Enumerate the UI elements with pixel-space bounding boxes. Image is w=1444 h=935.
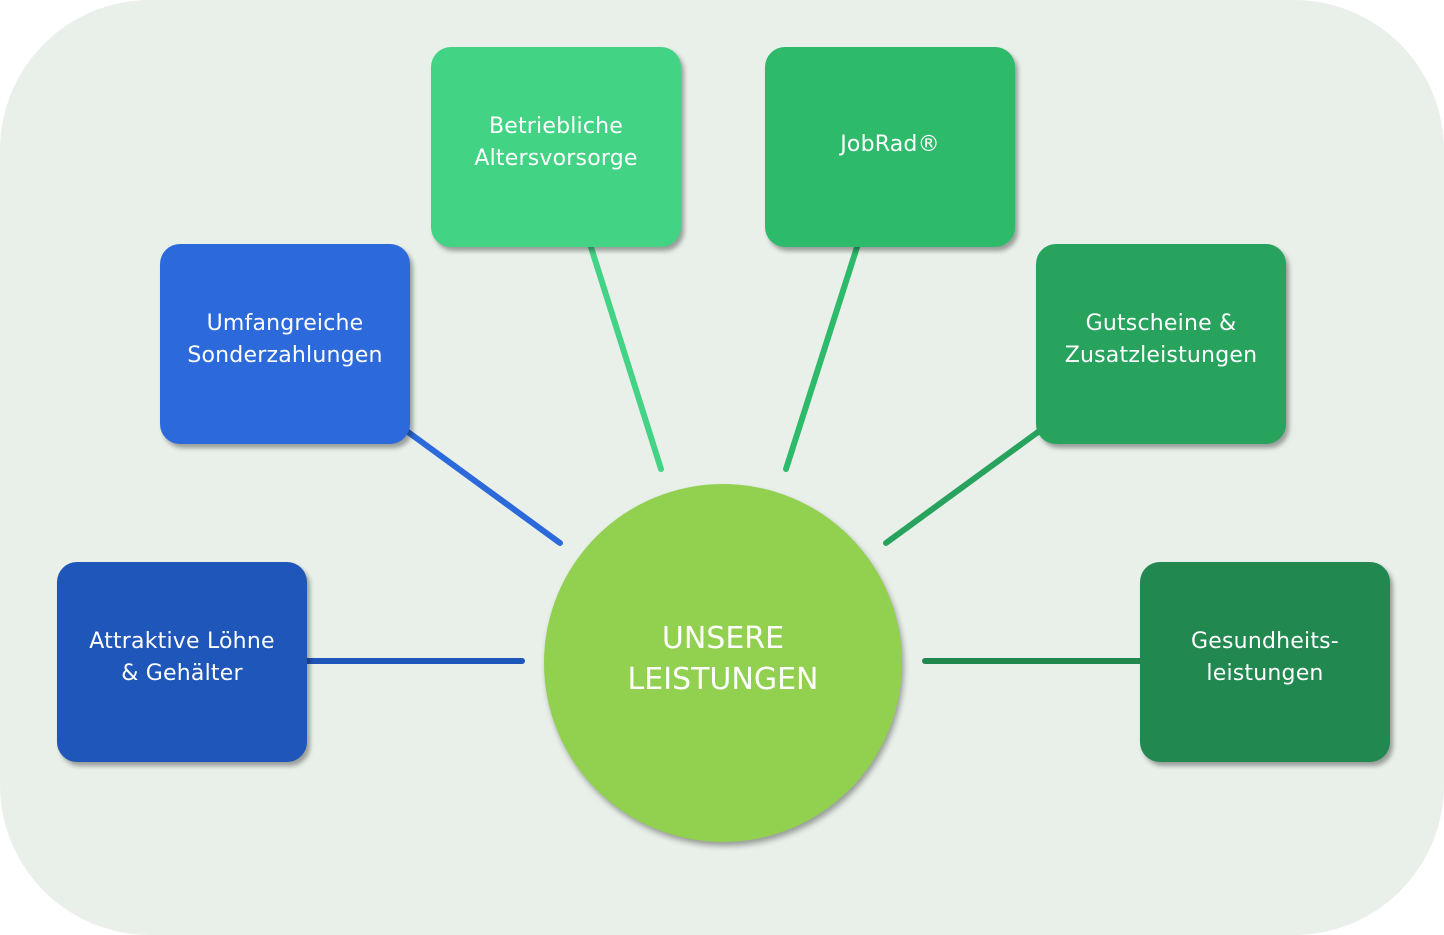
center-hub-label: UNSERE LEISTUNGEN [627,621,819,697]
center-hub: UNSERE LEISTUNGEN [544,484,902,842]
node-label: Gesundheits- leistungen [1191,629,1339,686]
connector-gutscheine [883,429,1041,546]
node-gesundheit: Gesundheits- leistungen [1140,562,1390,762]
node-label: Attraktive Löhne & Gehälter [89,629,275,686]
node-label: Gutscheine & Zusatzleistungen [1064,311,1258,368]
connector-altersvorsorge [587,241,664,472]
node-label: Betriebliche Altersvorsorge [474,114,638,171]
node-altersvorsorge: Betriebliche Altersvorsorge [431,47,681,247]
node-label: Umfangreiche Sonderzahlungen [187,311,383,368]
node-jobrad: JobRad® [765,47,1015,247]
connector-jobrad [783,241,861,472]
connector-sonderzahlungen [405,429,563,546]
node-gutscheine: Gutscheine & Zusatzleistungen [1036,244,1286,444]
node-label: JobRad® [840,132,940,157]
node-sonderzahlungen: Umfangreiche Sonderzahlungen [160,244,410,444]
node-attraktive-loehne: Attraktive Löhne & Gehälter [57,562,307,762]
